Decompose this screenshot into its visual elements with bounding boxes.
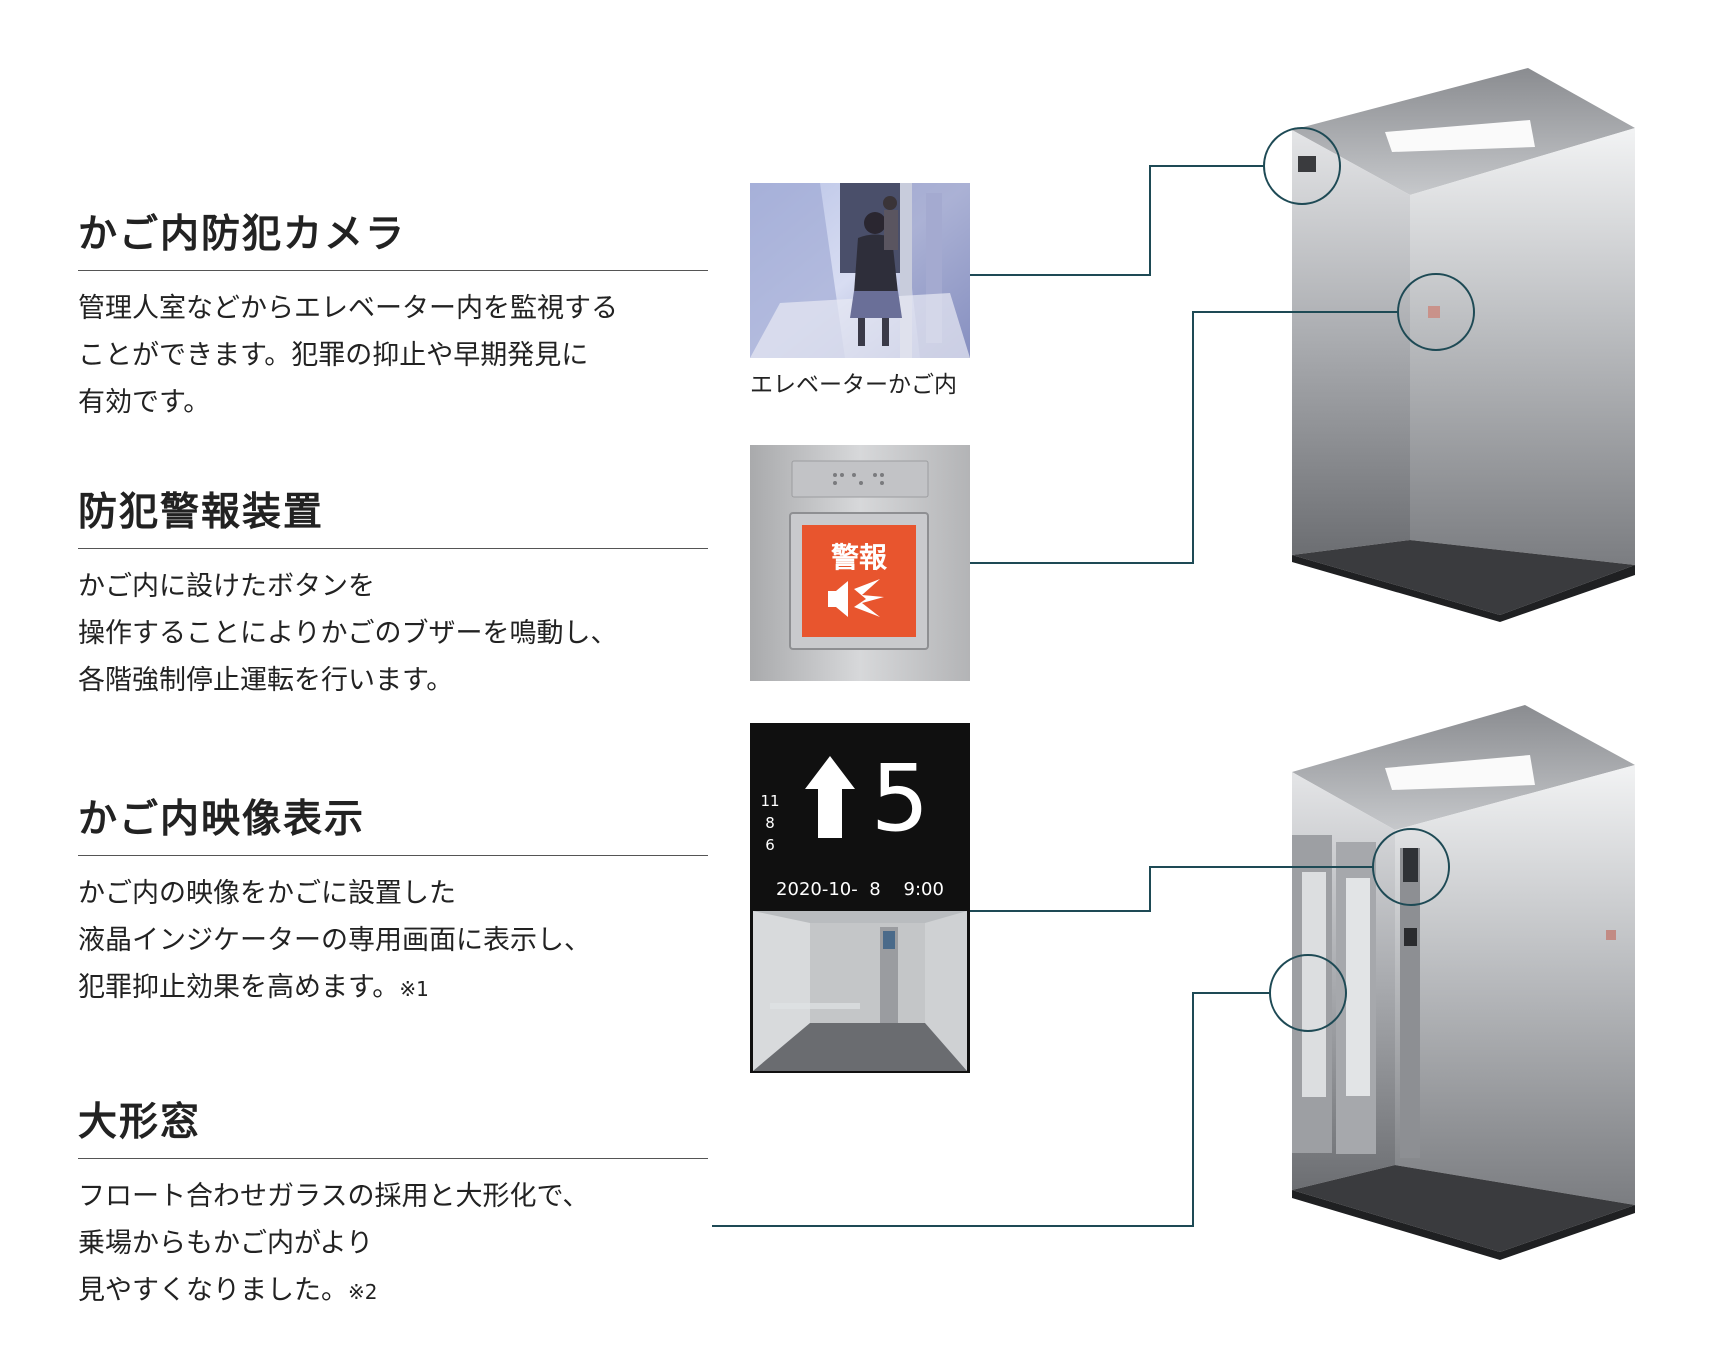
feature-title: かご内防犯カメラ	[78, 210, 708, 271]
feature-title: 大形窓	[78, 1098, 708, 1159]
leader-lines	[712, 127, 1475, 1227]
feature-title: 防犯警報装置	[78, 488, 708, 549]
feature-large-window: 大形窓 フロート合わせガラスの採用と大形化で、 乗場からもかご内がより 見やすく…	[78, 1098, 708, 1316]
feature-alarm-device: 防犯警報装置 かご内に設けたボタンを 操作することによりかごのブザーを鳴動し、 …	[78, 488, 708, 704]
footnote-mark: ※1	[399, 977, 429, 1001]
camera-view-photo	[750, 183, 970, 358]
feature-body-text: フロート合わせガラスの採用と大形化で、 乗場からもかご内がより 見やすくなりまし…	[78, 1181, 590, 1306]
speaker-icon	[828, 579, 884, 617]
lcd-indicator: 5 11 8 6 2020-10- 8 9:00	[750, 723, 970, 1073]
floor-list-item: 8	[765, 814, 775, 832]
elevator-car-lower	[1292, 705, 1635, 1260]
floor-list-item: 6	[765, 836, 775, 854]
lcd-indicator-icon	[1403, 848, 1418, 882]
camera-photo-caption: エレベーターかご内	[750, 372, 957, 398]
feature-body: かご内に設けたボタンを 操作することによりかごのブザーを鳴動し、 各階強制停止運…	[78, 571, 618, 696]
feature-video-display: かご内映像表示 かご内の映像をかごに設置した 液晶インジケーターの専用画面に表示…	[78, 795, 708, 1013]
camera-icon	[1298, 156, 1316, 172]
alarm-label: 警報	[831, 541, 888, 574]
feature-body: 管理人室などからエレベーター内を監視する ことができます。犯罪の抑止や早期発見に…	[78, 293, 618, 418]
feature-body-text: かご内の映像をかごに設置した 液晶インジケーターの専用画面に表示し、 犯罪抑止効…	[78, 878, 591, 1003]
large-window-left	[1302, 872, 1326, 1097]
feature-body: フロート合わせガラスの採用と大形化で、 乗場からもかご内がより 見やすくなりまし…	[78, 1173, 708, 1316]
large-window-right	[1346, 878, 1370, 1096]
datetime: 2020-10- 8 9:00	[776, 879, 944, 900]
floor-list-item: 11	[760, 792, 779, 810]
elevator-car-upper	[1292, 68, 1635, 622]
floor-number: 5	[871, 745, 930, 852]
footnote-mark: ※2	[348, 1280, 378, 1304]
feature-security-camera: かご内防犯カメラ 管理人室などからエレベーター内を監視する ことができます。犯罪…	[78, 210, 708, 426]
feature-body: かご内の映像をかごに設置した 液晶インジケーターの専用画面に表示し、 犯罪抑止効…	[78, 870, 708, 1013]
feature-title: かご内映像表示	[78, 795, 708, 856]
alarm-button-icon	[1428, 306, 1440, 318]
alarm-button-photo: 警報	[750, 445, 970, 681]
up-arrow-icon	[805, 756, 855, 838]
